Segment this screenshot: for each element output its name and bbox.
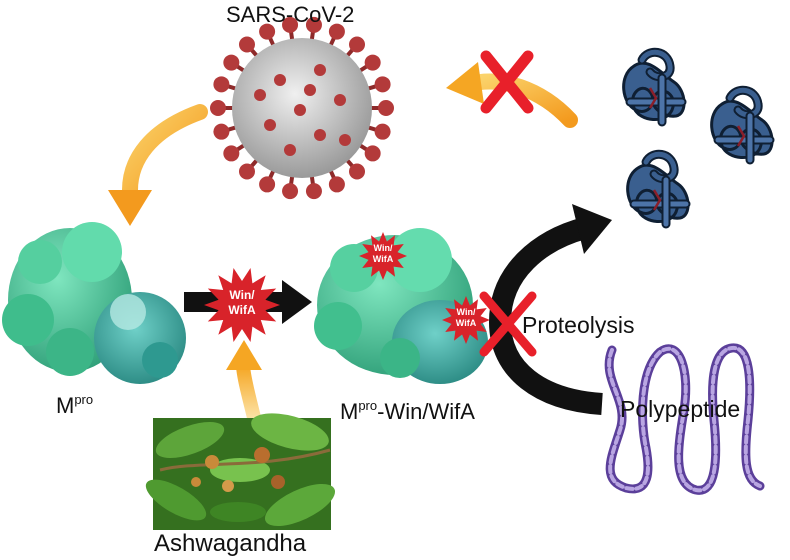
virus-spike-head bbox=[259, 23, 276, 40]
orange-arrow-plant-to-inhibitor bbox=[226, 340, 262, 429]
virus-spike-head bbox=[374, 76, 391, 93]
virus-spike-head bbox=[213, 123, 230, 140]
virus-spike-head bbox=[238, 163, 255, 180]
virus-spike-head bbox=[210, 100, 226, 116]
virus-spike-head bbox=[364, 145, 381, 162]
orange-arrow-virus-to-mpro bbox=[108, 104, 208, 226]
complex-burst-side-line2: WifA bbox=[456, 318, 477, 328]
virus-spike-head bbox=[378, 100, 394, 116]
polypeptide-label: Polypeptide bbox=[620, 396, 741, 422]
virus-spike-head bbox=[223, 145, 240, 162]
mpro-label-main: M bbox=[56, 393, 75, 418]
complex-burst-top-line2: WifA bbox=[373, 254, 394, 264]
virus-surface-protein bbox=[284, 144, 296, 156]
virus-surface-proteins bbox=[254, 64, 351, 156]
protease-icon bbox=[2, 222, 186, 384]
virus-spike-head bbox=[364, 54, 381, 71]
virus-spike-head bbox=[282, 183, 299, 200]
virus-spike-head bbox=[259, 176, 276, 193]
virus-spikes bbox=[210, 16, 394, 200]
virus-spike-head bbox=[238, 36, 255, 53]
complex-label: Mpro-Win/WifA bbox=[340, 398, 475, 425]
burst-label-line1: Win/ bbox=[229, 288, 255, 302]
complex-label-main: M bbox=[340, 399, 359, 424]
complex-burst-side-line1: Win/ bbox=[457, 307, 476, 317]
mpro-label: Mpro bbox=[56, 392, 93, 419]
virus-surface-protein bbox=[339, 134, 351, 146]
block-cross-icon bbox=[479, 291, 537, 357]
mpro-label-sup: pro bbox=[74, 392, 94, 407]
virus-spike-head bbox=[374, 123, 391, 140]
complex-label-sup: pro bbox=[358, 398, 378, 413]
virus-spike-head bbox=[305, 183, 322, 200]
block-cross-icon bbox=[480, 50, 534, 114]
virus-surface-protein bbox=[304, 84, 316, 96]
virus-spike-head bbox=[349, 163, 366, 180]
virus-surface-protein bbox=[334, 94, 346, 106]
virus-surface-protein bbox=[314, 64, 326, 76]
virus-surface-protein bbox=[264, 119, 276, 131]
polypeptide-icon bbox=[604, 343, 765, 495]
virus-spike-head bbox=[282, 16, 299, 33]
burst-label-line2: WifA bbox=[228, 303, 256, 317]
plant-icon bbox=[145, 413, 336, 530]
complex-burst-top-line1: Win/ bbox=[374, 243, 393, 253]
virus-surface-protein bbox=[314, 129, 326, 141]
folded-protein-icon bbox=[624, 52, 772, 224]
protease-inhibitor-complex: Win/ WifA Win/ WifA bbox=[314, 228, 490, 384]
virus-spike-head bbox=[223, 54, 240, 71]
virus-spike-head bbox=[328, 23, 345, 40]
virus-spike-head bbox=[349, 36, 366, 53]
virus-surface-protein bbox=[254, 89, 266, 101]
orange-arrow-proteins-to-virus bbox=[446, 62, 578, 128]
virus-surface-protein bbox=[294, 104, 306, 116]
virus-icon bbox=[210, 16, 394, 200]
plant-label: Ashwagandha bbox=[154, 530, 307, 557]
inhibitor-burst-icon: Win/ WifA bbox=[204, 268, 280, 342]
proteolysis-label: Proteolysis bbox=[522, 312, 635, 338]
complex-label-rest: -Win/WifA bbox=[377, 399, 475, 424]
virus-spike-head bbox=[328, 176, 345, 193]
virus-spike-head bbox=[213, 76, 230, 93]
virus-spike-head bbox=[305, 16, 322, 33]
black-arrow-proteolysis bbox=[488, 204, 612, 415]
virus-surface-protein bbox=[274, 74, 286, 86]
virus-label: SARS-CoV-2 bbox=[226, 2, 355, 27]
